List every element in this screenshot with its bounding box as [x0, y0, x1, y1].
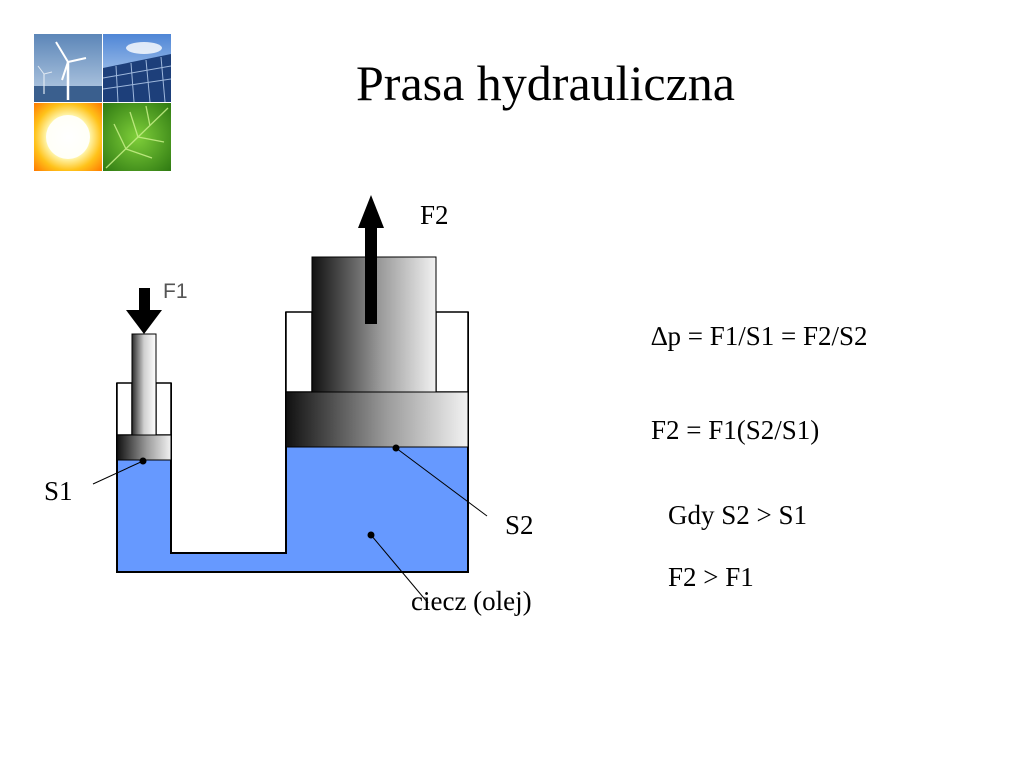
- wind-turbine-icon: [34, 34, 102, 102]
- small-piston: [116, 434, 172, 461]
- condition-area: Gdy S2 > S1: [668, 500, 808, 530]
- leaf-icon: [103, 103, 171, 171]
- sun-icon: [34, 103, 102, 171]
- force-f1-arrow-icon: [126, 288, 162, 334]
- force-f2-arrow-icon: [358, 195, 384, 324]
- result-force: F2 > F1: [668, 562, 754, 592]
- liquid-oil: [117, 447, 468, 572]
- small-piston-rod: [131, 333, 157, 436]
- leader-lines: [92, 447, 488, 604]
- large-piston: [285, 391, 469, 448]
- equation-force: F2 = F1(S2/S1): [651, 415, 820, 445]
- slide-title: Prasa hydrauliczna: [356, 55, 736, 111]
- leader-dots: [139, 444, 400, 539]
- equation-pressure: ∆p = F1/S1 = F2/S2: [651, 321, 868, 351]
- label-s2: S2: [505, 510, 534, 540]
- renewable-energy-logo: [34, 34, 171, 171]
- solar-panel-icon: [102, 34, 171, 103]
- label-f1: F1: [163, 280, 188, 303]
- label-liquid: ciecz (olej): [411, 586, 532, 616]
- label-s1: S1: [44, 476, 73, 506]
- label-f2: F2: [420, 200, 449, 230]
